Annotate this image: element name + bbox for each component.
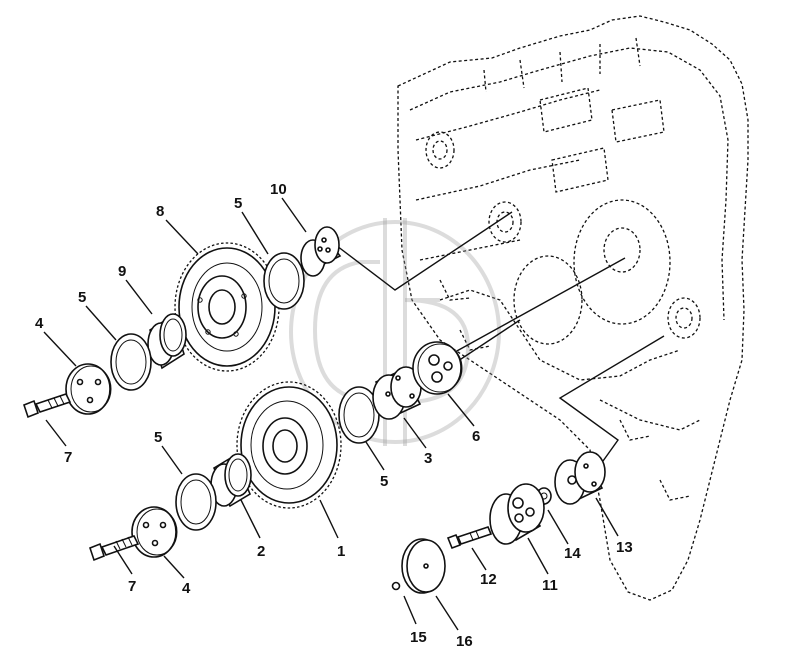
leader-12 — [471, 547, 487, 571]
leader-15 — [403, 595, 417, 625]
callout-5a: 5 — [78, 289, 86, 306]
leader-4a — [43, 331, 77, 367]
leader-1 — [319, 499, 339, 539]
housing-boss-upper — [425, 131, 455, 169]
leader-16 — [435, 595, 459, 631]
leader-5d — [365, 441, 385, 471]
idler-gear-upper — [174, 242, 280, 372]
callout-6: 6 — [472, 428, 480, 445]
callout-2: 2 — [257, 543, 265, 560]
callout-14: 14 — [564, 545, 581, 562]
leader-10 — [281, 197, 307, 233]
callout-8: 8 — [156, 203, 164, 220]
leader-4b — [163, 555, 185, 579]
washer-lower-left — [175, 473, 217, 531]
leader-8 — [165, 219, 199, 255]
housing-bore-right-inner — [675, 307, 693, 329]
housing-bore-large-inner — [603, 227, 641, 273]
leader-14 — [547, 509, 569, 545]
o-ring — [391, 581, 401, 591]
callout-5b: 5 — [234, 195, 242, 212]
callout-12: 12 — [480, 571, 497, 588]
leader-9 — [125, 279, 153, 315]
leader-2 — [240, 499, 261, 539]
washer-middle — [338, 386, 380, 444]
callout-3: 3 — [424, 450, 432, 467]
callout-13: 13 — [616, 539, 633, 556]
callout-16: 16 — [456, 633, 473, 650]
callout-leaders — [43, 197, 619, 631]
housing-slots — [539, 87, 665, 193]
hub-lower — [489, 483, 545, 545]
leader-7b — [113, 545, 133, 575]
leader-6 — [447, 393, 475, 427]
shaft-upper — [300, 226, 342, 277]
bushing-upper — [147, 313, 187, 370]
callout-10: 10 — [270, 181, 287, 198]
callout-4b: 4 — [182, 580, 191, 597]
callout-labels: 4 5 9 8 5 10 7 5 2 1 7 4 5 3 6 13 14 11 … — [35, 181, 633, 650]
washer-upper — [263, 252, 305, 310]
capscrew-small — [446, 526, 493, 550]
assembly-line-plate — [454, 257, 626, 353]
retainer-plate-upper — [65, 363, 112, 415]
housing-outline — [397, 15, 749, 601]
callout-5c: 5 — [154, 429, 162, 446]
washer-upper-left — [110, 333, 152, 391]
hub-middle — [372, 366, 422, 420]
callout-7b: 7 — [128, 578, 136, 595]
housing-inner-edge — [409, 47, 729, 321]
housing-bore-idler — [488, 201, 522, 243]
leader-5c — [161, 445, 183, 475]
housing-bore-middle — [513, 255, 583, 345]
callout-1: 1 — [337, 543, 345, 560]
leader-5b — [241, 211, 269, 255]
camshaft-gear-lower — [236, 381, 342, 509]
callout-7a: 7 — [64, 449, 72, 466]
housing-top-ribs — [483, 37, 641, 93]
callout-11: 11 — [542, 577, 558, 594]
leader-3 — [403, 417, 427, 449]
housing-bore-idler-inner — [496, 211, 514, 233]
capscrew-upper — [23, 393, 72, 419]
leader-7a — [45, 419, 67, 447]
cover-disc — [401, 538, 446, 594]
assembly-line-shaft — [336, 211, 513, 291]
callout-4a: 4 — [35, 315, 44, 332]
housing-lower-web — [439, 289, 701, 431]
plate-three-hole — [412, 341, 463, 395]
housing-bore-large — [573, 199, 671, 325]
housing-boss-upper-hole — [432, 140, 448, 160]
adapter-hub — [554, 451, 606, 505]
leader-5a — [85, 305, 117, 341]
housing-bolt-bosses — [439, 279, 691, 501]
leader-11 — [527, 537, 549, 575]
housing-flange — [415, 89, 601, 261]
capscrew-lower — [89, 535, 140, 562]
callout-5d: 5 — [380, 473, 388, 490]
housing-bore-right — [667, 297, 701, 339]
gear-housing — [397, 15, 749, 601]
bushing-lower — [210, 453, 252, 508]
callout-9: 9 — [118, 263, 126, 280]
callout-15: 15 — [410, 629, 427, 646]
leader-13 — [595, 497, 619, 537]
retainer-plate-lower — [131, 506, 178, 558]
assembly-line-adapter — [558, 335, 665, 469]
